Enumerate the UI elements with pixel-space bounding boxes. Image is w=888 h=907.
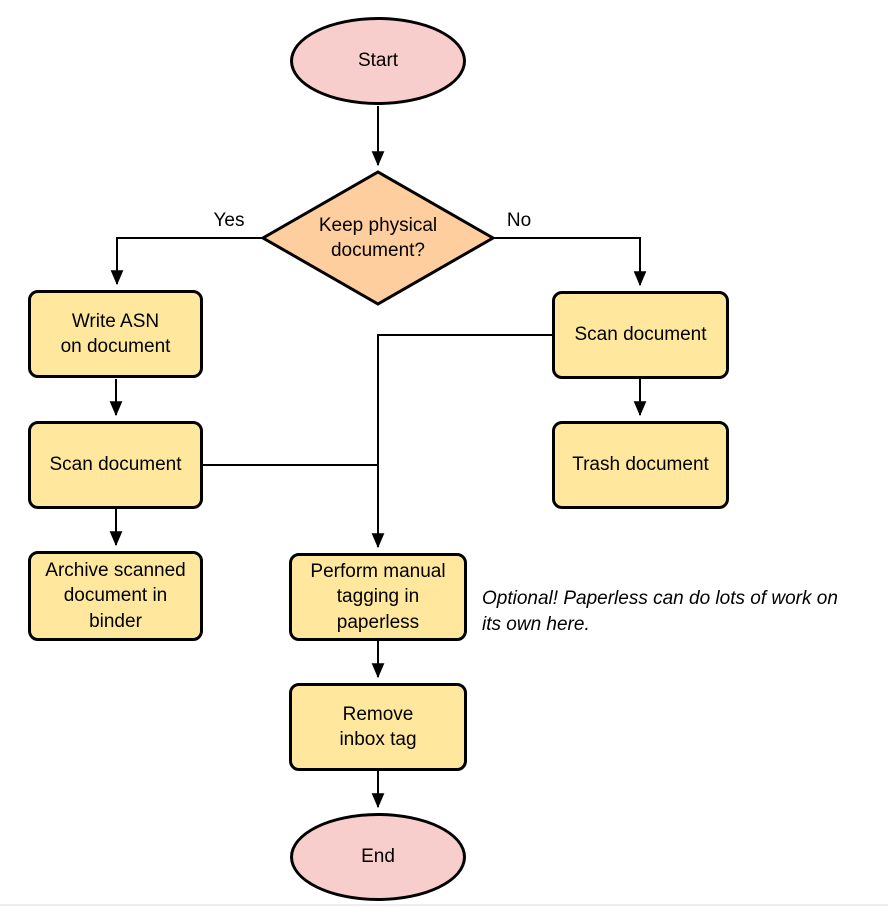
- node-scan-right-label: Scan document: [574, 324, 707, 346]
- node-scan-document-right: Scan document: [552, 291, 729, 379]
- node-scan-left-label: Scan document: [49, 454, 182, 476]
- node-trash-document: Trash document: [552, 421, 729, 509]
- bottom-hairline: [0, 904, 888, 906]
- node-remove-inbox-label: Remove inbox tag: [339, 703, 417, 750]
- edge-decision-yes-to-write-asn: [110, 237, 263, 286]
- node-decision-keep-physical-document: Keep physical document?: [263, 172, 493, 304]
- node-decision-label: Keep physical document?: [318, 214, 438, 261]
- node-write-asn-label: Write ASN on document: [60, 310, 171, 357]
- edge-scan-right-to-tagging: [371, 334, 552, 549]
- node-remove-inbox-tag: Remove inbox tag: [289, 683, 467, 771]
- node-start-label: Start: [357, 50, 399, 72]
- node-archive-scanned-document: Archive scanned document in binder: [28, 551, 203, 641]
- node-scan-document-left: Scan document: [28, 421, 203, 509]
- annotation-optional-note: Optional! Paperless can do lots of work …: [482, 588, 838, 636]
- edge-label-no: No: [506, 210, 532, 231]
- edge-label-yes: Yes: [213, 210, 245, 231]
- node-start-terminal: Start: [290, 17, 466, 105]
- node-archive-label: Archive scanned document in binder: [45, 560, 186, 632]
- node-trash-label: Trash document: [572, 454, 709, 476]
- node-perform-manual-tagging: Perform manual tagging in paperless: [289, 553, 467, 641]
- node-tagging-label: Perform manual tagging in paperless: [310, 561, 446, 633]
- node-end-label: End: [361, 846, 395, 868]
- decision-diamond-shape: [259, 170, 497, 306]
- edge-decision-no-to-scan-right: [493, 237, 647, 287]
- node-write-asn-on-document: Write ASN on document: [28, 290, 203, 378]
- node-end-terminal: End: [290, 813, 466, 901]
